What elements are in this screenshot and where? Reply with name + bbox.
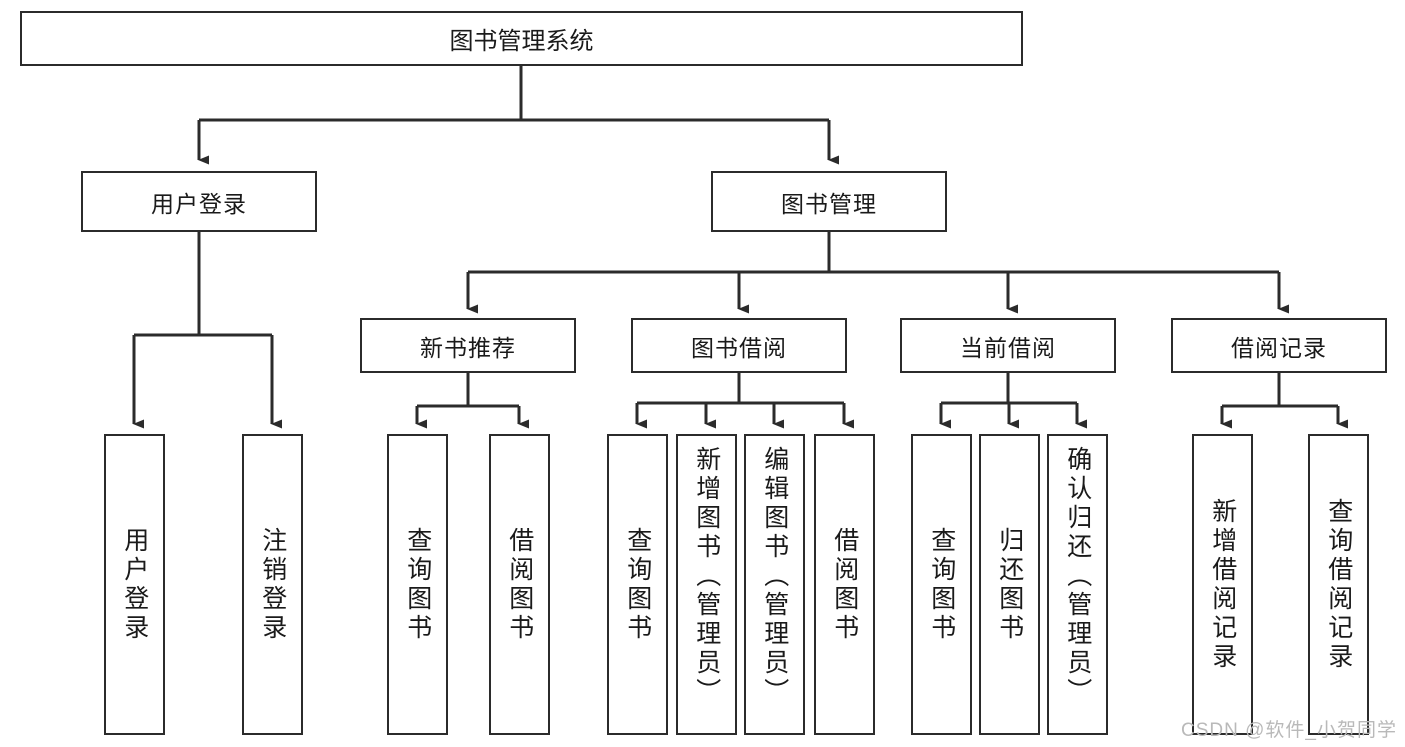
node-root-book-management-system[interactable]: 图书管理系统 (20, 11, 1023, 66)
leaf-borrow-query-books[interactable]: 查询图书 (607, 434, 668, 735)
node-label: 图书借阅 (691, 334, 787, 361)
node-book-borrow[interactable]: 图书借阅 (631, 318, 847, 373)
leaf-current-return-books[interactable]: 归还图书 (979, 434, 1040, 735)
node-label: 用户登录 (151, 190, 247, 217)
node-label: 注销登录 (258, 526, 287, 643)
node-label: 图书管理 (781, 190, 877, 217)
leaf-current-query-books[interactable]: 查询图书 (911, 434, 972, 735)
leaf-new-book-query-books[interactable]: 查询图书 (387, 434, 448, 735)
node-label: 图书管理系统 (449, 28, 594, 55)
leaf-user-login-logout[interactable]: 注销登录 (242, 434, 303, 735)
watermark-text: CSDN @软件_小贺同学 (1181, 720, 1397, 741)
node-label: 查询图书 (403, 526, 432, 643)
node-label: 查询图书 (927, 526, 956, 643)
node-label: 确认归还（管理员） (1063, 446, 1092, 707)
node-label: 借阅记录 (1231, 334, 1327, 361)
node-label: 新书推荐 (420, 334, 516, 361)
node-label: 新增图书（管理员） (692, 446, 721, 707)
node-label: 用户登录 (120, 526, 149, 643)
node-book-management[interactable]: 图书管理 (711, 171, 947, 232)
node-label: 借阅图书 (505, 526, 534, 643)
node-label: 归还图书 (995, 526, 1024, 643)
leaf-records-add-record[interactable]: 新增借阅记录 (1192, 434, 1253, 735)
node-borrow-records[interactable]: 借阅记录 (1171, 318, 1387, 373)
node-label: 编辑图书（管理员） (760, 446, 789, 707)
node-new-book-recommend[interactable]: 新书推荐 (360, 318, 576, 373)
leaf-borrow-edit-book-admin[interactable]: 编辑图书（管理员） (744, 434, 805, 735)
node-current-borrow[interactable]: 当前借阅 (900, 318, 1116, 373)
node-label: 借阅图书 (830, 526, 859, 643)
leaf-current-confirm-return-admin[interactable]: 确认归还（管理员） (1047, 434, 1108, 735)
leaf-records-query-record[interactable]: 查询借阅记录 (1308, 434, 1369, 735)
leaf-borrow-borrow-books[interactable]: 借阅图书 (814, 434, 875, 735)
leaf-user-login-login[interactable]: 用户登录 (104, 434, 165, 735)
node-label: 查询图书 (623, 526, 652, 643)
leaf-borrow-add-book-admin[interactable]: 新增图书（管理员） (676, 434, 737, 735)
node-label: 当前借阅 (960, 334, 1056, 361)
leaf-new-book-borrow-books[interactable]: 借阅图书 (489, 434, 550, 735)
node-label: 新增借阅记录 (1208, 497, 1237, 672)
node-user-login[interactable]: 用户登录 (81, 171, 317, 232)
node-label: 查询借阅记录 (1324, 497, 1353, 672)
